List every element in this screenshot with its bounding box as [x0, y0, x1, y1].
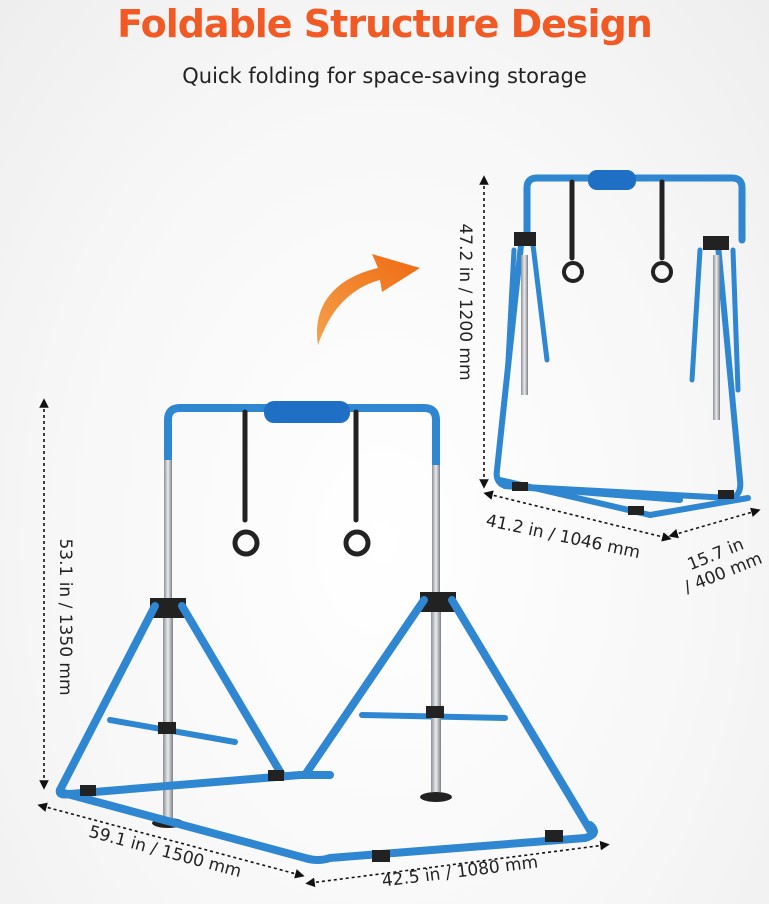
- page-title: Foldable Structure Design: [117, 2, 653, 46]
- folded-bar-illustration: [493, 170, 751, 518]
- unfolded-height-label: 53.1 in / 1350 mm: [55, 538, 75, 696]
- unfolded-bar-illustration: [55, 401, 598, 864]
- folded-height-label: 47.2 in / 1200 mm: [455, 223, 475, 381]
- page-subtitle: Quick folding for space-saving storage: [182, 64, 587, 88]
- curved-arrow-icon: [317, 254, 420, 345]
